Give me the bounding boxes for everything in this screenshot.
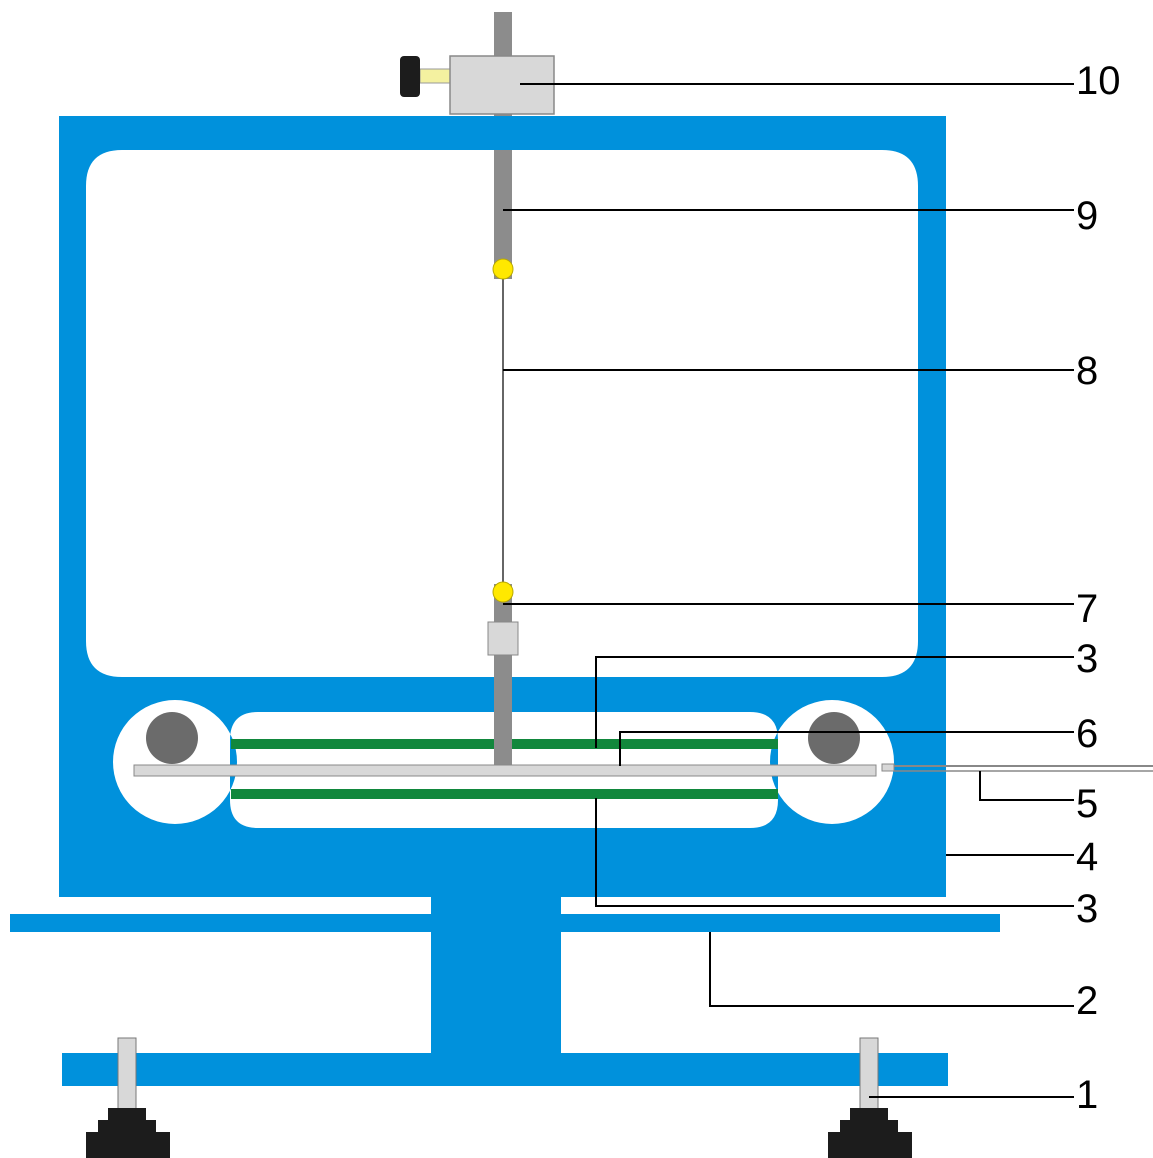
roller-right	[808, 712, 860, 764]
label-3-top: 3	[1076, 637, 1098, 681]
leader-2	[709, 932, 1074, 1007]
platform-bar	[10, 914, 1000, 932]
label-3-bottom: 3	[1076, 887, 1098, 931]
label-6: 6	[1076, 712, 1098, 756]
label-10: 10	[1076, 59, 1121, 103]
horizontal-plate	[133, 764, 877, 777]
label-5: 5	[1076, 782, 1098, 826]
leader-5	[979, 771, 1074, 801]
mirror-strip-bottom	[231, 789, 778, 799]
clamp-knob[interactable]	[400, 56, 420, 97]
label-4: 4	[1076, 835, 1098, 879]
leader-3-top	[595, 656, 1074, 748]
label-2: 2	[1076, 979, 1098, 1023]
label-1: 1	[1076, 1073, 1098, 1117]
main-frame	[59, 116, 946, 897]
leveling-foot-left[interactable]	[86, 1037, 170, 1158]
pointer-tab	[881, 763, 895, 772]
leveling-foot-right[interactable]	[828, 1037, 912, 1158]
leader-3-bottom	[595, 798, 1074, 907]
wire-pin-top	[492, 258, 514, 280]
roller-left	[146, 712, 198, 764]
clamp-screw	[419, 68, 451, 84]
label-8: 8	[1076, 349, 1098, 393]
bottom-base-plate	[62, 1053, 948, 1086]
label-9: 9	[1076, 194, 1098, 238]
leader-6	[619, 731, 1074, 766]
stand-column	[431, 880, 561, 1055]
wire-pin-bottom	[492, 581, 514, 603]
rod-coupler	[487, 621, 519, 656]
label-7: 7	[1076, 587, 1098, 631]
